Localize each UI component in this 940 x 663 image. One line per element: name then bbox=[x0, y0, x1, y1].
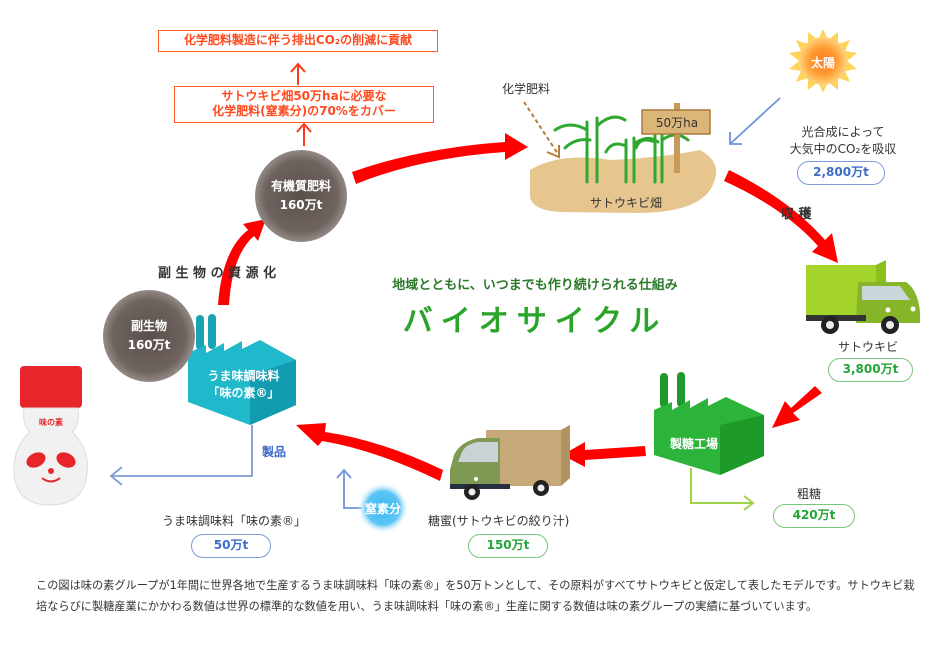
product-label: うま味調味料「味の素®」 bbox=[162, 514, 307, 528]
sun-arrow bbox=[729, 97, 781, 145]
byproduct-value: 160万t bbox=[127, 338, 171, 352]
field-mound bbox=[530, 150, 717, 213]
sugar-factory-label: 製糖工場 bbox=[670, 437, 719, 451]
cycle-subtitle: 地域とともに、いつまでも作り続けられる仕組み bbox=[392, 278, 678, 293]
umami-factory-label: うま味調味料 「味の素®」 bbox=[196, 368, 291, 402]
cycle-arrows bbox=[218, 133, 838, 481]
organic-fertilizer-label: 有機質肥料 bbox=[270, 179, 331, 193]
harvest-label: 収 穫 bbox=[781, 207, 812, 222]
ajinomoto-bottle-icon: 味の素 bbox=[13, 366, 88, 506]
co2-contribution-box: 化学肥料製造に伴う排出CO₂の削減に貢献 bbox=[158, 30, 438, 52]
fertilizer-dashed-arrow bbox=[523, 101, 560, 159]
molasses-truck-icon bbox=[450, 425, 570, 500]
raw-sugar-value: 420万t bbox=[773, 504, 855, 528]
molasses-label: 糖蜜(サトウキビの絞り汁) bbox=[428, 514, 570, 528]
co2-absorption-value: 2,800万t bbox=[797, 161, 885, 185]
sun-caption-line1: 光合成によって bbox=[801, 125, 885, 139]
byproduct-ball: 副生物 160万t bbox=[103, 290, 195, 382]
byproduct-label: 副生物 bbox=[130, 319, 167, 333]
product-arrow-label: 製品 bbox=[262, 445, 287, 459]
product-value: 50万t bbox=[191, 534, 271, 558]
umami-factory-icon bbox=[188, 314, 296, 425]
svg-text:味の素: 味の素 bbox=[39, 417, 63, 427]
fertilizer-cover-box: サトウキビ畑50万haに必要な 化学肥料(窒素分)の70%をカバー bbox=[174, 86, 434, 123]
organic-fertilizer-value: 160万t bbox=[279, 198, 323, 212]
footnote: この図は味の素グループが1年間に世界各地で生産するうま味調味料「味の素®」を50… bbox=[36, 579, 915, 613]
umami-factory-line2: 「味の素®」 bbox=[207, 386, 280, 400]
molasses-value: 150万t bbox=[468, 534, 548, 558]
nitrogen-arrow bbox=[336, 468, 362, 509]
field-sign-label: 50万ha bbox=[655, 116, 699, 130]
field-label: サトウキビ畑 bbox=[590, 196, 663, 210]
recycling-label: 副 生 物 の 資 源 化 bbox=[158, 266, 277, 281]
product-arrow bbox=[109, 425, 253, 486]
raw-sugar-label: 粗糖 bbox=[797, 487, 822, 501]
sugarcane-label: サトウキビ bbox=[838, 340, 899, 354]
fertilizer-cover-line2: 化学肥料(窒素分)の70%をカバー bbox=[212, 104, 396, 118]
sugar-factory-icon bbox=[654, 372, 764, 475]
organic-fertilizer-ball: 有機質肥料 160万t bbox=[255, 150, 347, 242]
sun-icon bbox=[789, 29, 857, 93]
umami-factory-line1: うま味調味料 bbox=[207, 369, 280, 383]
fertilizer-cover-line1: サトウキビ畑50万haに必要な bbox=[221, 89, 387, 103]
orange-up-arrows bbox=[290, 62, 312, 146]
fertilizer-label: 化学肥料 bbox=[502, 82, 551, 96]
cycle-title: バイオサイクル bbox=[402, 304, 668, 339]
raw-sugar-arrow bbox=[690, 468, 755, 511]
field-sign-icon bbox=[641, 103, 711, 173]
sun-caption-line2: 大気中のCO₂を吸収 bbox=[789, 142, 897, 156]
sugarcane-value: 3,800万t bbox=[828, 358, 913, 382]
sun-label: 太陽 bbox=[810, 56, 835, 70]
nitrogen-ball bbox=[357, 482, 409, 534]
nitrogen-label: 窒素分 bbox=[364, 502, 401, 516]
sun-caption: 光合成によって 大気中のCO₂を吸収 bbox=[768, 124, 918, 158]
sugarcane-truck-icon bbox=[806, 260, 920, 334]
